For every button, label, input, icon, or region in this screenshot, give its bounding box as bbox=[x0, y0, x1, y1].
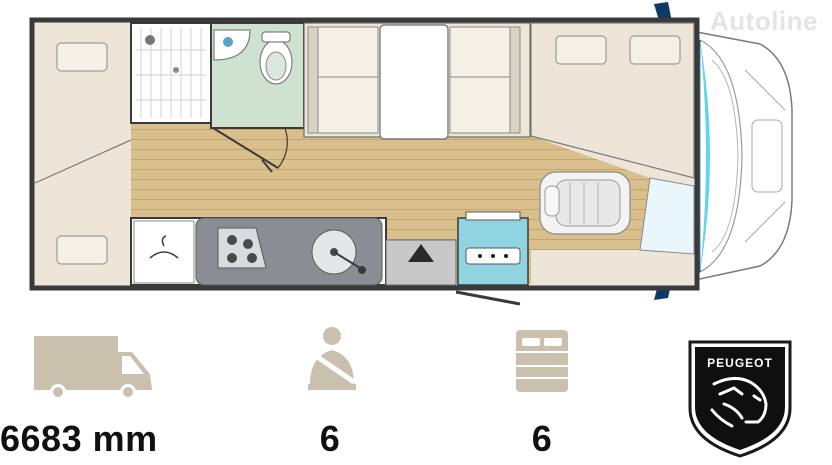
berths-value: 6 bbox=[531, 418, 553, 459]
entry-step bbox=[385, 239, 457, 286]
van-icon bbox=[34, 336, 152, 400]
watermark: Autoline bbox=[710, 6, 818, 36]
seats-value: 6 bbox=[319, 418, 341, 459]
spec-length: 6683 mm bbox=[0, 318, 200, 465]
spec-seats: 6 bbox=[220, 318, 420, 465]
front-bed bbox=[530, 22, 695, 179]
swivel-seat bbox=[539, 171, 631, 235]
seatbelt-icon bbox=[308, 327, 356, 390]
brand-logo: PEUGEOT bbox=[684, 338, 796, 458]
washroom-door bbox=[212, 127, 288, 173]
washroom bbox=[210, 22, 305, 129]
shower bbox=[130, 22, 212, 124]
hob bbox=[217, 227, 267, 269]
entry-door bbox=[455, 290, 521, 306]
cab-front bbox=[685, 29, 793, 283]
length-value: 6683 mm bbox=[0, 418, 158, 459]
rear-bed bbox=[34, 23, 132, 285]
floor-plan bbox=[29, 2, 793, 306]
sink bbox=[311, 229, 366, 275]
spec-berths: 6 bbox=[432, 318, 632, 465]
brand-name: PEUGEOT bbox=[707, 356, 773, 370]
cab-glass-panel bbox=[639, 177, 695, 255]
bed-icon bbox=[516, 330, 568, 392]
floor bbox=[131, 123, 531, 218]
fridge bbox=[457, 211, 529, 286]
peugeot-lion-logo bbox=[688, 340, 792, 458]
dinette bbox=[303, 22, 531, 140]
